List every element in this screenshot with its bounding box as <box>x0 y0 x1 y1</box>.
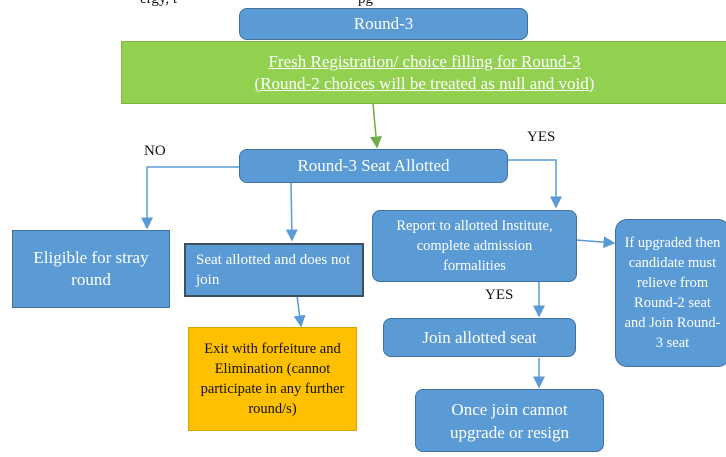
arrow-report-to-upgraded <box>575 236 616 249</box>
seat-not-join-box: Seat allotted and does not join <box>184 243 364 297</box>
yes-label-top: YES <box>527 129 556 145</box>
fresh-registration-box: Fresh Registration/ choice filling for R… <box>121 41 726 104</box>
yes-label-mid: YES <box>485 287 514 303</box>
fresh-registration-line2: (Round-2 choices will be treated as null… <box>254 73 595 93</box>
once-join-box: Once join cannot upgrade or resign <box>415 389 604 452</box>
round-3-box: Round-3 <box>239 8 528 40</box>
exit-forfeiture-box: Exit with forfeiture and Elimination (ca… <box>188 327 357 431</box>
top-text-fragment-2: pg <box>358 0 373 8</box>
arrow-seat-to-notjoin <box>285 181 298 242</box>
report-institute-box: Report to allotted Institute, complete a… <box>372 210 577 282</box>
eligible-stray-label: Eligible for stray round <box>33 248 149 289</box>
seat-allotted-label: Round-3 Seat Allotted <box>297 156 450 175</box>
join-seat-box: Join allotted seat <box>383 318 576 357</box>
upgraded-box: If upgraded then candidate must relieve … <box>615 219 726 367</box>
round-3-label: Round-3 <box>353 14 414 33</box>
upgraded-label: If upgraded then candidate must relieve … <box>624 235 721 351</box>
report-institute-label: Report to allotted Institute, complete a… <box>396 218 553 274</box>
top-text-fragment: ergy, t <box>140 0 177 8</box>
join-seat-label: Join allotted seat <box>422 327 537 347</box>
exit-forfeiture-label: Exit with forfeiture and Elimination (ca… <box>200 341 345 417</box>
arrow-yes-to-report <box>508 159 562 209</box>
once-join-label: Once join cannot upgrade or resign <box>450 399 569 442</box>
arrow-no-to-eligible <box>141 166 240 230</box>
fresh-registration-line1: Fresh Registration/ choice filling for R… <box>268 51 581 71</box>
seat-not-join-label: Seat allotted and does not join <box>196 252 351 288</box>
seat-allotted-box: Round-3 Seat Allotted <box>239 149 508 183</box>
eligible-stray-box: Eligible for stray round <box>12 230 170 308</box>
arrow-notjoin-to-exit <box>293 295 306 328</box>
no-label: NO <box>144 143 166 159</box>
arrow-fresh-to-seat <box>370 103 383 149</box>
